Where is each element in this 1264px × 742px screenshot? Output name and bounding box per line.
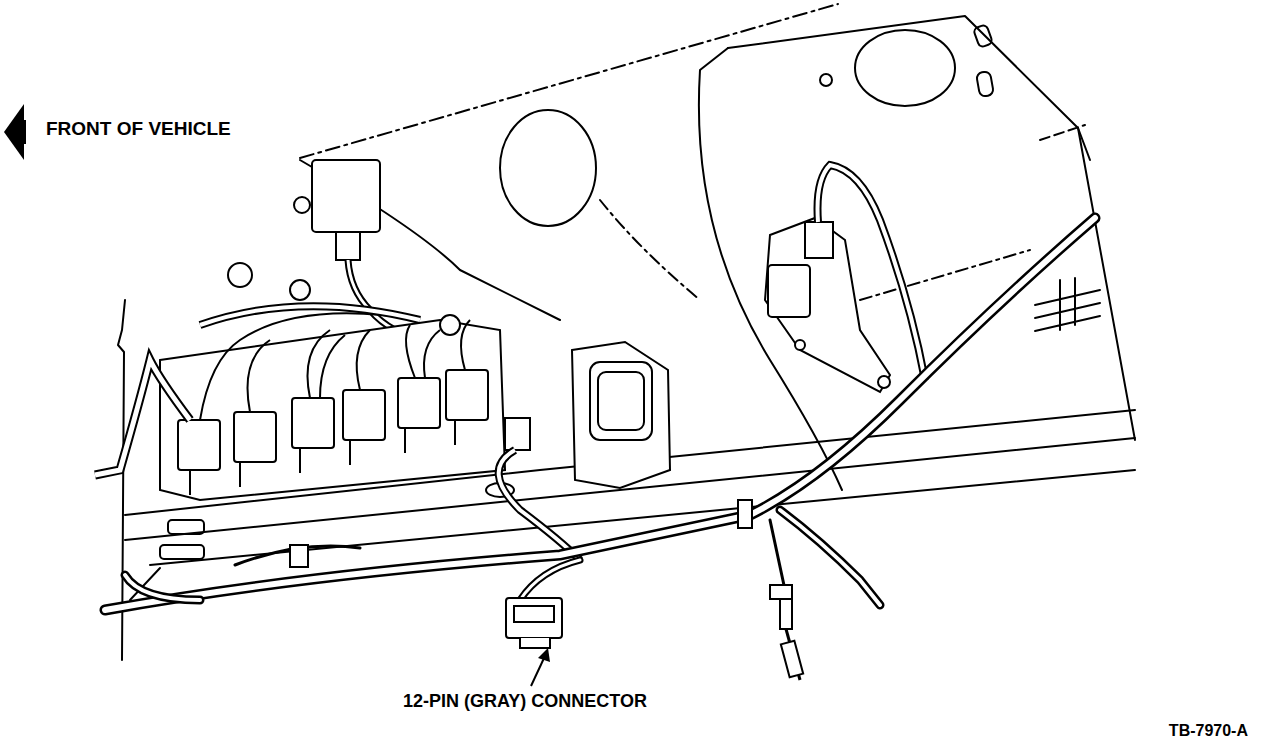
direction-label: FRONT OF VEHICLE [44,119,233,140]
direction-arrow [20,120,26,144]
firewall-panel [118,4,1135,660]
leader-line [531,648,550,686]
wiring-harness [105,218,1095,610]
relay-wires [95,306,470,475]
twelve-pin-connector [506,598,562,648]
figure-number: TB-7970-A [1167,722,1250,740]
control-module [499,342,670,560]
blower-relay [765,165,925,392]
harness-clips [290,500,803,680]
relay-bank [160,263,505,500]
callout-label: 12-PIN (GRAY) CONNECTOR [401,692,649,712]
